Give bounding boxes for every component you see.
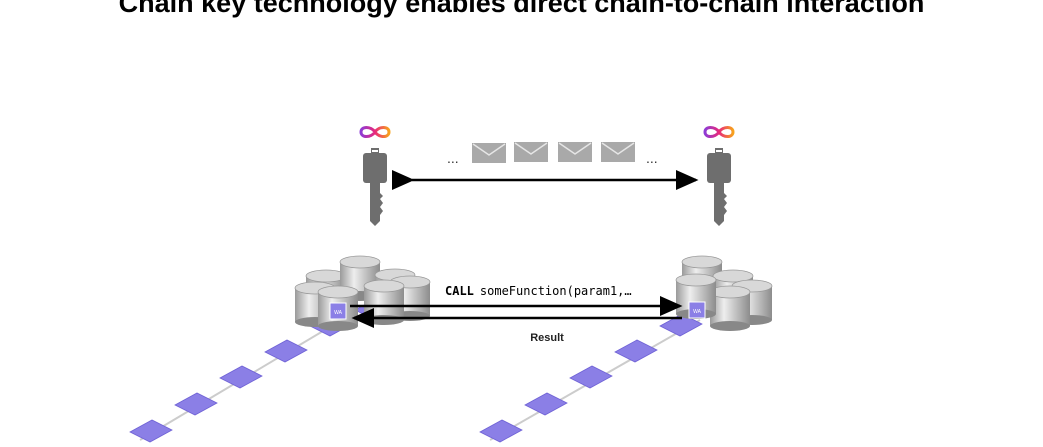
- envelope-icon: [600, 141, 636, 163]
- left-blockchain: [129, 297, 398, 443]
- canister-label: WA: [334, 310, 343, 316]
- left-subnet-nodes: WA: [294, 255, 431, 332]
- right-chain-key-icon: [707, 148, 731, 226]
- envelope-icon: [557, 141, 593, 163]
- call-keyword: CALL: [445, 284, 474, 298]
- left-infinity-logo-icon: [359, 126, 391, 138]
- messages-ellipsis-left: ...: [447, 150, 459, 166]
- left-chain-key-icon: [363, 148, 387, 226]
- canister-label: WA: [693, 309, 702, 315]
- right-blockchain: [479, 295, 748, 443]
- call-expression: someFunction(param1,…: [480, 284, 632, 298]
- slide-title: Chain key technology enables direct chai…: [118, 0, 925, 18]
- envelope-icon: [513, 141, 549, 163]
- envelope-icon: [471, 142, 507, 164]
- messages-ellipsis-right: ...: [646, 150, 658, 166]
- call-text: CALL someFunction(param1,…: [445, 284, 632, 298]
- right-infinity-logo-icon: [703, 126, 735, 138]
- right-subnet-nodes: WA: [675, 255, 773, 332]
- result-label: Result: [530, 332, 564, 344]
